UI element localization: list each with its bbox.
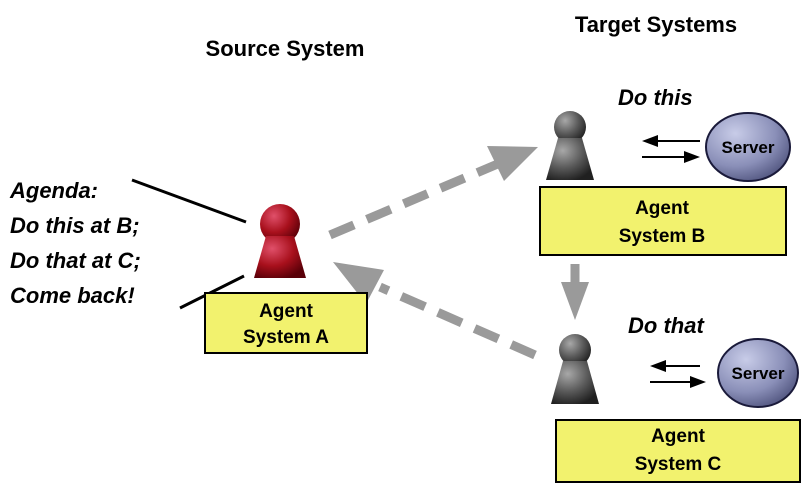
pawn-icon xyxy=(551,334,599,404)
agent-system-a-line2: System A xyxy=(243,327,329,348)
server-b-label: Server xyxy=(722,138,775,157)
arrow-b-to-c-head xyxy=(561,282,589,320)
agent-system-c-line1: Agent xyxy=(651,426,706,447)
exchange-arrows-c xyxy=(650,360,706,388)
callout-line-top xyxy=(131,178,247,224)
pawn-icon xyxy=(254,204,306,278)
agenda-line-4: Come back! xyxy=(10,283,135,308)
server-ellipse-icon: Server xyxy=(705,112,791,182)
agent-system-b-line1: Agent xyxy=(635,198,690,219)
agent-system-a-line1: Agent xyxy=(259,301,314,322)
task-c-label: Do that xyxy=(628,313,705,338)
agent-system-b-box: Agent System B xyxy=(539,186,787,256)
agenda-text: Agenda: Do this at B; Do that at C; Come… xyxy=(9,178,141,308)
agent-system-a-rect xyxy=(204,292,368,354)
agent-system-b-rect xyxy=(539,186,787,256)
target-systems-heading: Target Systems xyxy=(575,12,737,37)
agent-system-b-line2: System B xyxy=(619,226,706,247)
arrow-c-to-a xyxy=(378,282,537,360)
agent-system-a-box: Agent System A xyxy=(204,292,368,354)
source-system-heading: Source System xyxy=(206,36,365,61)
arrow-a-to-b-head xyxy=(487,146,538,181)
server-ellipse-icon: Server xyxy=(717,338,799,408)
agenda-line-2: Do this at B; xyxy=(10,213,140,238)
exchange-arrows-b xyxy=(642,135,700,163)
pawn-icon xyxy=(546,111,594,180)
arrow-a-to-b xyxy=(328,158,502,240)
agenda-line-1: Agenda: xyxy=(9,178,98,203)
agent-system-c-rect xyxy=(555,419,801,483)
arrow-c-to-a-head xyxy=(333,262,384,304)
agent-system-c-line2: System C xyxy=(635,454,722,475)
agenda-line-3: Do that at C; xyxy=(10,248,141,273)
task-b-label: Do this xyxy=(618,85,693,110)
agent-system-c-box: Agent System C xyxy=(555,419,801,483)
server-c-label: Server xyxy=(732,364,785,383)
